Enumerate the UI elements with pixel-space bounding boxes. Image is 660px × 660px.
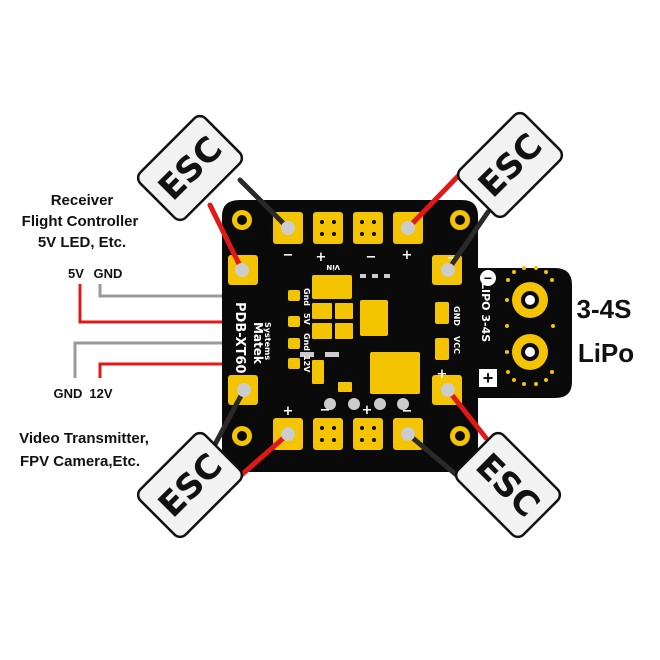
label-fpv-camera: FPV Camera,Etc. (20, 453, 140, 470)
pcb-vcc-label: VCC (452, 336, 461, 354)
pcb-brand-line1: Matek (251, 322, 265, 365)
mounting-holes (232, 210, 470, 446)
pcb-pad-5v-label: 5V (302, 313, 311, 326)
battery-minus-marker (480, 270, 496, 286)
pcb-lipo-label: LIPO 3-4S (479, 282, 492, 342)
solder-points (235, 221, 455, 441)
signal-pads (288, 290, 300, 369)
esc-wires (207, 169, 491, 481)
board-outline (222, 200, 572, 472)
svg-text:−: − (283, 248, 294, 263)
label-3-4s: 3-4S (577, 294, 632, 324)
svg-text:−: − (447, 251, 458, 266)
pad-vias (320, 220, 376, 442)
svg-text:−: − (320, 403, 331, 418)
pcb-brand-line2: Systems (263, 322, 272, 360)
label-flight-controller: Flight Controller (22, 213, 139, 230)
pad-polarity-marks: + − − + + − − + + − (283, 248, 458, 419)
left-top-labels: Receiver Flight Controller 5V LED, Etc. … (22, 192, 139, 281)
components (312, 275, 449, 394)
label-wire-12v: 12V (89, 386, 112, 401)
label-lipo: LiPo (578, 338, 634, 368)
pcb-pad-gnd2-label: Gnd (302, 333, 311, 351)
battery-label: 3-4S LiPo (577, 294, 635, 368)
svg-text:+: + (283, 404, 294, 419)
svg-text:−: − (402, 404, 413, 419)
pdb-board: PDB-XT60 Matek Systems Gnd 5V Gnd 12V Vi… (222, 200, 572, 472)
svg-text:−: − (366, 250, 377, 265)
wire-gnd-gray-bottom (73, 341, 290, 378)
battery-plus-symbol: + (483, 368, 494, 388)
battery-pads (505, 266, 555, 386)
pcb-pad-12v-label: 12V (302, 355, 311, 373)
svg-text:+: + (437, 367, 448, 382)
battery-plus-marker (479, 369, 497, 387)
label-wire-gnd-top: GND (94, 266, 123, 281)
label-5v-led: 5V LED, Etc. (38, 234, 126, 251)
svg-text:+: + (362, 403, 373, 418)
battery-minus-symbol: − (484, 270, 492, 286)
pcb-vin-label: ViN (326, 263, 340, 271)
pcb-gnd-label: GND (452, 306, 461, 326)
label-receiver: Receiver (51, 192, 114, 209)
left-bottom-labels: GND 12V Video Transmitter, FPV Camera,Et… (19, 386, 149, 470)
wire-5v-red (78, 284, 290, 324)
svg-text:+: + (402, 248, 413, 263)
label-wire-gnd-bottom: GND (54, 386, 83, 401)
pcb-model-text: PDB-XT60 (232, 302, 247, 374)
label-video-transmitter: Video Transmitter, (19, 430, 149, 447)
svg-text:+: + (316, 250, 327, 265)
test-pads (324, 398, 409, 410)
pcb-pad-gnd1-label: Gnd (302, 288, 311, 306)
small-components (300, 274, 390, 357)
label-wire-5v: 5V (68, 266, 84, 281)
